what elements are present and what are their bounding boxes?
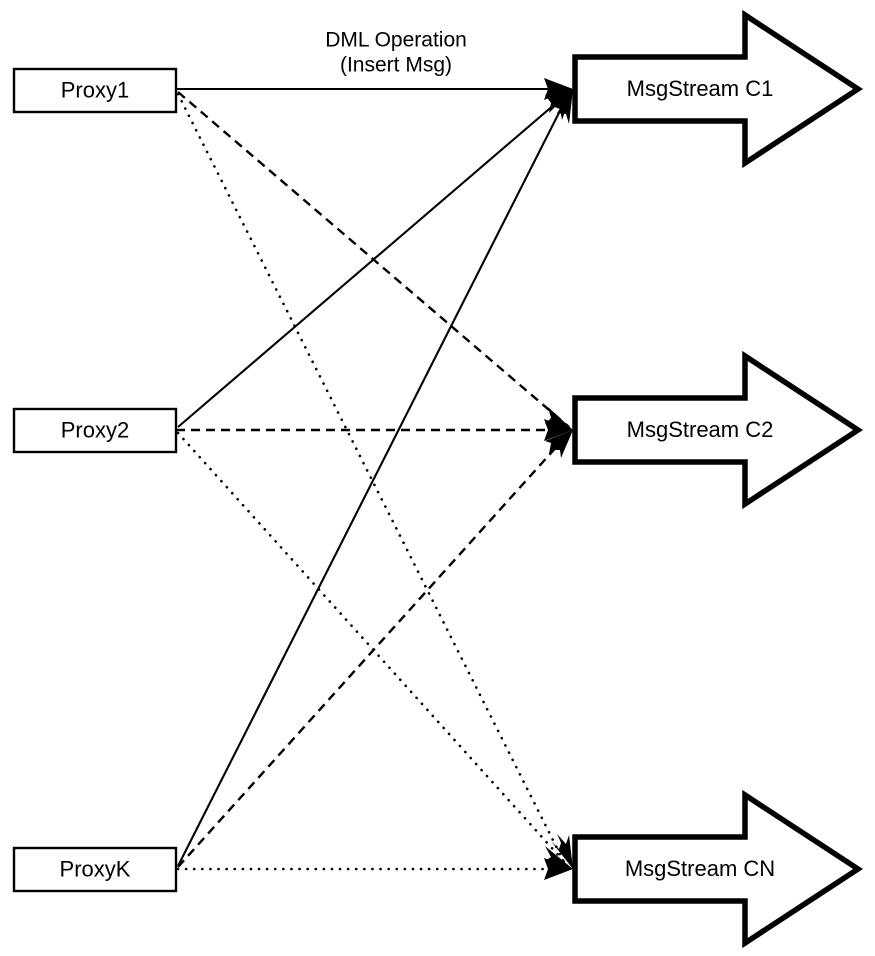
msgstream-node-c2[interactable]: MsgStream C2 xyxy=(572,350,864,510)
proxy-node-proxyk[interactable]: ProxyK xyxy=(12,846,178,893)
arrowhead-stream-c1 xyxy=(544,78,573,124)
msgstream-cn-arrow-shape[interactable] xyxy=(572,789,864,949)
proxy-node-proxy1[interactable]: Proxy1 xyxy=(12,67,178,114)
proxy-nodes: Proxy1 Proxy2 ProxyK xyxy=(12,67,178,893)
edge-label-line2: (Insert Msg) xyxy=(340,54,452,77)
edge-layer xyxy=(176,87,571,871)
edge-proxy2-to-stream-c1 xyxy=(177,91,570,428)
msgstream-node-cn[interactable]: MsgStream CN xyxy=(572,789,864,949)
msgstream-c1-arrow-shape[interactable] xyxy=(572,9,864,169)
msgstream-c2-arrow-shape[interactable] xyxy=(572,350,864,510)
edge-proxyk-to-stream-c1 xyxy=(177,92,570,867)
msgstream-cn-label: MsgStream CN xyxy=(625,856,775,881)
proxy2-box[interactable] xyxy=(12,407,178,454)
edge-label-dml-operation: DML Operation (Insert Msg) xyxy=(325,29,467,77)
proxyk-label: ProxyK xyxy=(60,856,131,881)
arrowhead-stream-c2 xyxy=(544,407,573,458)
proxy-node-proxy2[interactable]: Proxy2 xyxy=(12,407,178,454)
edge-proxyk-to-stream-c2 xyxy=(177,432,570,868)
proxy1-box[interactable] xyxy=(12,67,178,114)
proxy1-label: Proxy1 xyxy=(61,77,129,102)
proxy2-label: Proxy2 xyxy=(61,417,129,442)
arrowhead-stream-cn xyxy=(544,834,573,880)
proxyk-box[interactable] xyxy=(12,846,178,893)
arrowhead-layer xyxy=(544,78,573,880)
msgstream-c1-label: MsgStream C1 xyxy=(627,76,774,101)
msgstream-nodes: MsgStream C1 MsgStream C2 MsgStream CN xyxy=(572,9,864,949)
edge-label-line1: DML Operation xyxy=(325,29,467,52)
msgstream-node-c1[interactable]: MsgStream C1 xyxy=(572,9,864,169)
edge-proxy1-to-stream-cn xyxy=(176,92,568,868)
msgstream-c2-label: MsgStream C2 xyxy=(627,417,774,442)
